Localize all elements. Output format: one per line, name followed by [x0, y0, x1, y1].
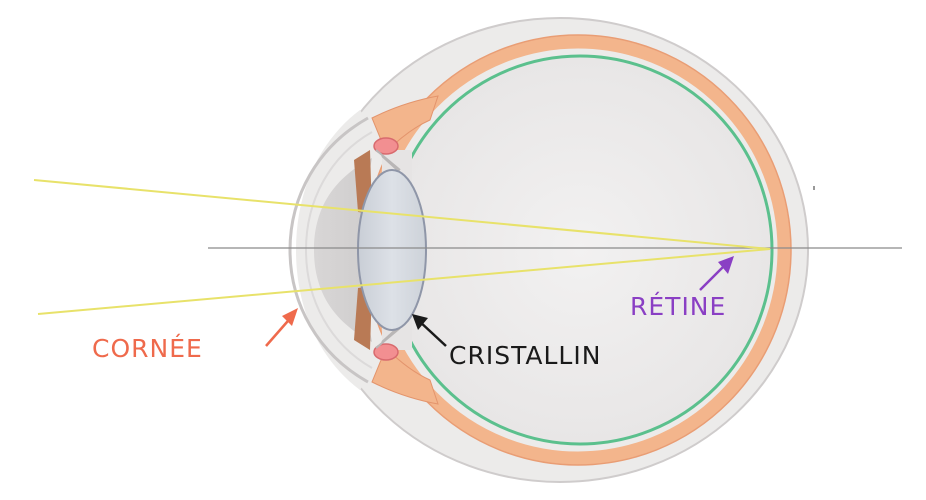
cornea-inner: [304, 131, 373, 369]
retina-label: RÉTINE: [630, 292, 727, 321]
light-ray-lower: [37, 248, 771, 315]
lens-arrow: [412, 314, 447, 347]
retina-arrow: [699, 256, 734, 291]
retina: [386, 54, 774, 446]
cornea-label: CORNÉE: [92, 334, 203, 363]
ciliary-body-lower: [371, 321, 439, 405]
light-ray-upper: [33, 179, 771, 250]
cornea: [288, 116, 369, 384]
lens: [357, 169, 427, 331]
cornea-arrow: [265, 308, 298, 347]
ciliary-body-upper: [371, 95, 439, 177]
lens-label: CRISTALLIN: [449, 341, 602, 370]
